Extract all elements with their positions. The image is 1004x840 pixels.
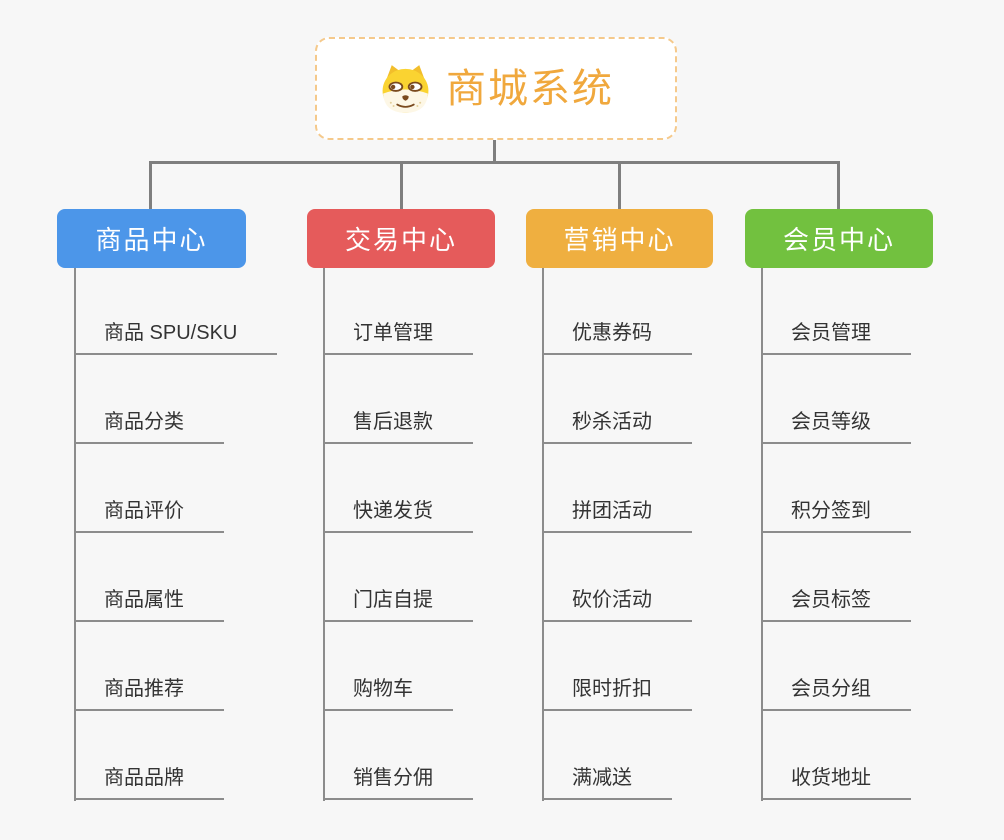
leaf-node[interactable]: 会员分组 (761, 676, 911, 711)
leaf-node[interactable]: 快递发货 (323, 498, 473, 533)
leaf-node[interactable]: 售后退款 (323, 409, 473, 444)
connector-drop (149, 161, 152, 210)
connector-drop (618, 161, 621, 210)
leaf-node[interactable]: 商品评价 (74, 498, 224, 533)
leaf-node[interactable]: 商品品牌 (74, 765, 224, 800)
leaf-node[interactable]: 限时折扣 (542, 676, 692, 711)
leaf-node[interactable]: 门店自提 (323, 587, 473, 622)
branch-trunk (74, 268, 76, 801)
branch-trunk (761, 268, 763, 801)
leaf-node[interactable]: 商品 SPU/SKU (74, 320, 278, 355)
branch-trunk (542, 268, 544, 801)
leaf-node[interactable]: 会员管理 (761, 320, 911, 355)
root-node[interactable]: 商城系统 (315, 37, 677, 140)
branch-label: 营销中心 (563, 225, 676, 255)
leaf-node[interactable]: 收货地址 (761, 765, 911, 800)
branch-node-member-center[interactable]: 会员中心 (745, 209, 933, 268)
leaf-node[interactable]: 订单管理 (323, 320, 473, 355)
leaf-node[interactable]: 积分签到 (761, 498, 911, 533)
connector-drop (837, 161, 840, 210)
dog-icon (382, 64, 429, 113)
leaf-node[interactable]: 商品推荐 (74, 676, 224, 711)
connector-drop (400, 161, 403, 210)
leaf-node[interactable]: 拼团活动 (542, 498, 692, 533)
branch-label: 交易中心 (344, 225, 457, 255)
leaf-node[interactable]: 优惠券码 (542, 320, 692, 355)
leaf-node[interactable]: 秒杀活动 (542, 409, 692, 444)
connector-horizontal-bar (149, 161, 840, 164)
connector-root-stem (493, 140, 496, 164)
leaf-node[interactable]: 商品属性 (74, 587, 224, 622)
leaf-node[interactable]: 购物车 (323, 676, 453, 711)
branch-node-marketing-center[interactable]: 营销中心 (526, 209, 713, 268)
leaf-node[interactable]: 会员标签 (761, 587, 911, 622)
branch-trunk (323, 268, 325, 801)
branch-node-trade-center[interactable]: 交易中心 (307, 209, 495, 268)
branch-label: 会员中心 (782, 225, 895, 255)
leaf-node[interactable]: 满减送 (542, 765, 672, 800)
leaf-node[interactable]: 商品分类 (74, 409, 224, 444)
root-label: 商城系统 (446, 66, 614, 111)
leaf-node[interactable]: 砍价活动 (542, 587, 692, 622)
leaf-node[interactable]: 销售分佣 (323, 765, 473, 800)
leaf-node[interactable]: 会员等级 (761, 409, 911, 444)
branch-label: 商品中心 (95, 225, 208, 255)
branch-node-product-center[interactable]: 商品中心 (57, 209, 246, 268)
